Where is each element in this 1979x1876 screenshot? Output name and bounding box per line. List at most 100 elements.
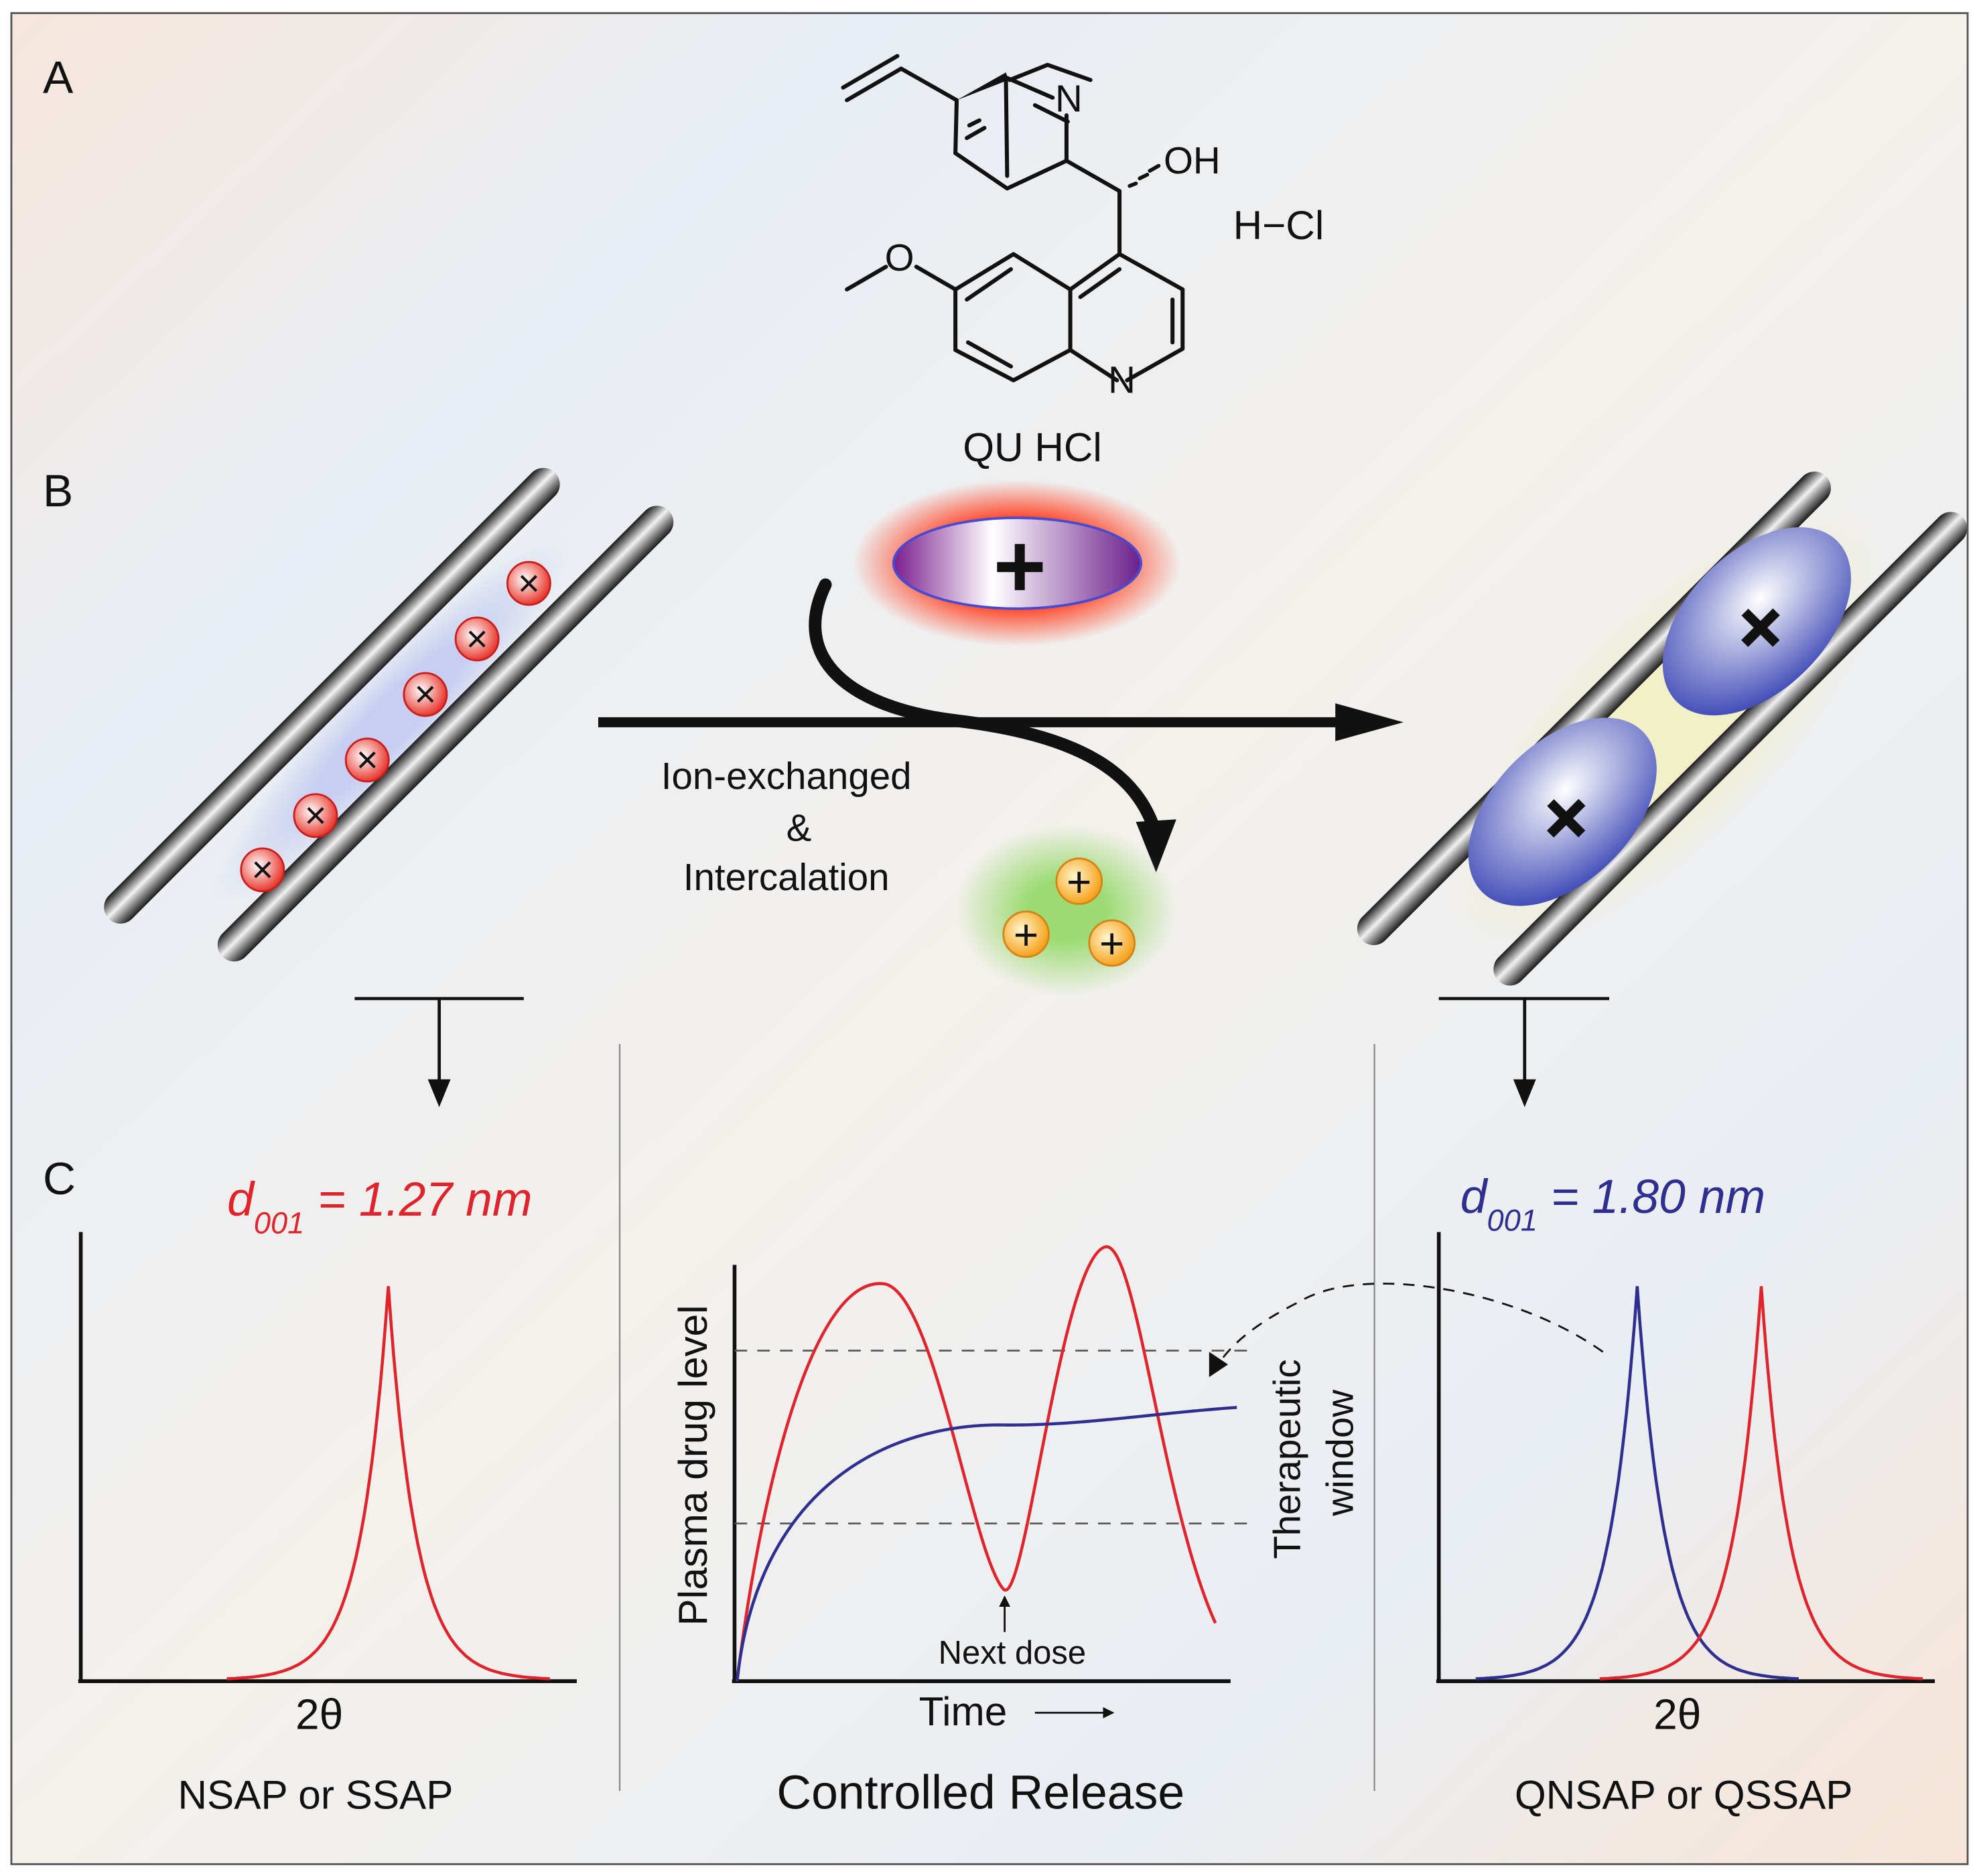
left-caption: NSAP or SSAP [178, 1772, 454, 1817]
characterization-arrows [354, 997, 1610, 1107]
next-dose-label: Next dose [939, 1635, 1086, 1671]
released-ion: + [1002, 910, 1050, 958]
repeated-dose-curve [735, 1245, 1217, 1682]
cage-bond [1032, 103, 1070, 124]
benzo-ring [953, 252, 1073, 382]
ion-cross-symbol: × [251, 849, 273, 891]
drug-ellipse [1662, 527, 1851, 716]
right-down-arrow-head [1513, 1079, 1536, 1107]
right-caption: QNSAP or QSSAP [1515, 1772, 1853, 1817]
atom-o-methoxy: O [885, 236, 914, 279]
intercalated-lamellar-structure: + + [1357, 472, 1968, 986]
release-chart: Next dose Plasma drug level Time Therape… [670, 1245, 1604, 1819]
cage-bond [1008, 62, 1093, 82]
intercalated-drug: + [1662, 527, 1851, 716]
rod-left-top [104, 467, 560, 924]
drug-cation-plus: + [994, 515, 1046, 617]
right-d-symbol: d [1460, 1170, 1489, 1224]
left-d-spacing: d001 = 1.27 nm [227, 1173, 532, 1240]
atom-n-quinoline: N [1108, 359, 1136, 401]
left-down-arrow-head [427, 1079, 451, 1107]
quinoline-ring [1117, 252, 1185, 382]
ion-cross-symbol: × [356, 739, 379, 781]
intercalated-drug: + [1468, 717, 1657, 906]
released-ions-glow [955, 824, 1178, 997]
release-y-label: Plasma drug level [670, 1305, 715, 1626]
left-x-label: 2θ [295, 1690, 343, 1739]
quinoline-inner-bond [1078, 267, 1122, 299]
ion-cross-symbol: × [518, 562, 540, 604]
rod-left-bottom [217, 506, 674, 962]
cage-bond [953, 98, 959, 155]
window-label-line2: window [1319, 1390, 1361, 1517]
wedge-bond-vinyl [957, 72, 1009, 100]
interlayer-ions: × × × × × × [240, 561, 551, 893]
released-ion-plus: + [1099, 920, 1124, 968]
released-ion: + [1088, 920, 1136, 968]
vinyl-bond [845, 66, 959, 102]
window-link-arrow-head [1209, 1352, 1229, 1378]
released-ion-plus: + [1067, 857, 1091, 906]
ion-cross: × [403, 672, 448, 717]
vinyl-double-bond [841, 54, 900, 90]
molecule-name: QU HCl [963, 424, 1102, 470]
left-xrd-peak [226, 1286, 550, 1680]
left-d-value: = 1.27 nm [304, 1173, 532, 1226]
cage-bond [953, 151, 1069, 191]
curved-arrow [809, 578, 1163, 841]
ion-cross: × [240, 847, 285, 893]
curved-arrow-head [1136, 819, 1176, 873]
process-label-line3: Intercalation [683, 856, 890, 898]
released-ion-plus: + [1014, 910, 1038, 958]
atom-n-top: N [1055, 78, 1083, 120]
hcl-label: H−Cl [1233, 202, 1324, 248]
cage-bond [1004, 75, 1055, 100]
window-label-line1: Therapeutic [1266, 1359, 1308, 1559]
pristine-lamellar-structure: × × × × × × [104, 467, 674, 962]
left-xrd-chart: d001 = 1.27 nm 2θ NSAP or SSAP [78, 1173, 577, 1817]
methoxy-bond [914, 265, 958, 292]
ion-cross-symbol: × [414, 673, 436, 715]
right-d-spacing: d001 = 1.80 nm [1460, 1170, 1765, 1237]
release-caption: Controlled Release [776, 1765, 1184, 1819]
ion-cross: × [344, 737, 390, 783]
rod-right-bottom [1493, 512, 1968, 986]
main-arrow-head [1335, 703, 1404, 741]
controlled-release-curve [735, 1406, 1237, 1682]
right-x-label: 2θ [1653, 1690, 1701, 1739]
release-x-label: Time [919, 1688, 1008, 1734]
panel-label-b: B [43, 466, 73, 516]
atom-oh: OH [1164, 139, 1221, 182]
drug-ellipse [1468, 717, 1657, 906]
right-xrd-peak-blue [1475, 1286, 1799, 1680]
drug-cation: + [853, 480, 1182, 647]
benzo-inner-bond [965, 267, 1014, 302]
cage-bond [1004, 75, 1010, 178]
panel-label-c: C [43, 1154, 76, 1204]
ion-cross: × [293, 793, 338, 839]
benzo-inner-bond [965, 340, 1014, 369]
right-d-value: = 1.80 nm [1538, 1170, 1765, 1224]
hash-bond [965, 118, 987, 141]
released-ion: + [1055, 857, 1103, 906]
left-d-symbol: d [227, 1173, 255, 1226]
process-label-line1: Ion-exchanged [661, 755, 912, 797]
c8-c9-bond [1064, 158, 1122, 194]
left-d-subscript: 001 [254, 1206, 304, 1240]
ion-cross-symbol: × [304, 794, 326, 837]
drug-cation-body [892, 516, 1142, 610]
ion-cross: × [454, 616, 500, 662]
right-d-subscript: 001 [1487, 1204, 1538, 1238]
released-ions: + + + [955, 824, 1178, 997]
right-xrd-chart: d001 = 1.80 nm 2θ QNSAP or QSSAP [1436, 1170, 1935, 1817]
ion-cross: × [506, 561, 551, 606]
ion-cross-symbol: × [466, 618, 488, 660]
right-xrd-peak-red [1599, 1286, 1923, 1680]
c9-oh-hash-bond [1128, 163, 1161, 188]
process-label-line2: & [787, 806, 812, 849]
reaction-arrows [598, 578, 1404, 873]
methoxy-bond [845, 265, 888, 292]
quinoline-ring [1068, 252, 1122, 382]
panel-label-a: A [43, 52, 74, 102]
